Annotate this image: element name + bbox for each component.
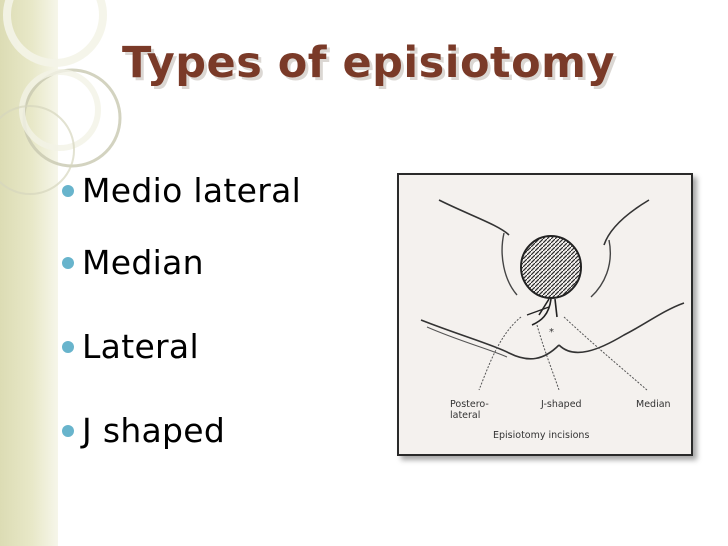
bullet-list: Medio lateral Median Lateral J shaped bbox=[62, 160, 301, 472]
list-item: J shaped bbox=[62, 388, 301, 472]
bullet-text: Medio lateral bbox=[82, 170, 302, 210]
bullet-text: J shaped bbox=[82, 410, 226, 450]
list-item: Median bbox=[62, 220, 301, 304]
page-title-shadow: Types of episiotomy bbox=[125, 41, 618, 91]
bullet-icon bbox=[62, 185, 74, 197]
label-postero-lateral: Postero-lateral bbox=[450, 399, 489, 421]
list-item: Medio lateral bbox=[62, 160, 301, 220]
episiotomy-diagram: * Postero-lateral J-shaped Median Episio… bbox=[397, 173, 693, 456]
page-title: Types of episiotomy bbox=[122, 38, 615, 88]
svg-text:*: * bbox=[549, 327, 554, 338]
label-j-shaped: J-shaped bbox=[541, 399, 582, 410]
label-median: Median bbox=[636, 399, 671, 410]
bullet-icon bbox=[62, 341, 74, 353]
episiotomy-illustration: * bbox=[420, 199, 685, 391]
bullet-icon bbox=[62, 425, 74, 437]
bullet-text: Lateral bbox=[82, 326, 199, 366]
list-item: Lateral bbox=[62, 304, 301, 388]
figure-caption: Episiotomy incisions bbox=[493, 430, 590, 441]
bullet-text: Median bbox=[82, 242, 204, 282]
bullet-icon bbox=[62, 257, 74, 269]
